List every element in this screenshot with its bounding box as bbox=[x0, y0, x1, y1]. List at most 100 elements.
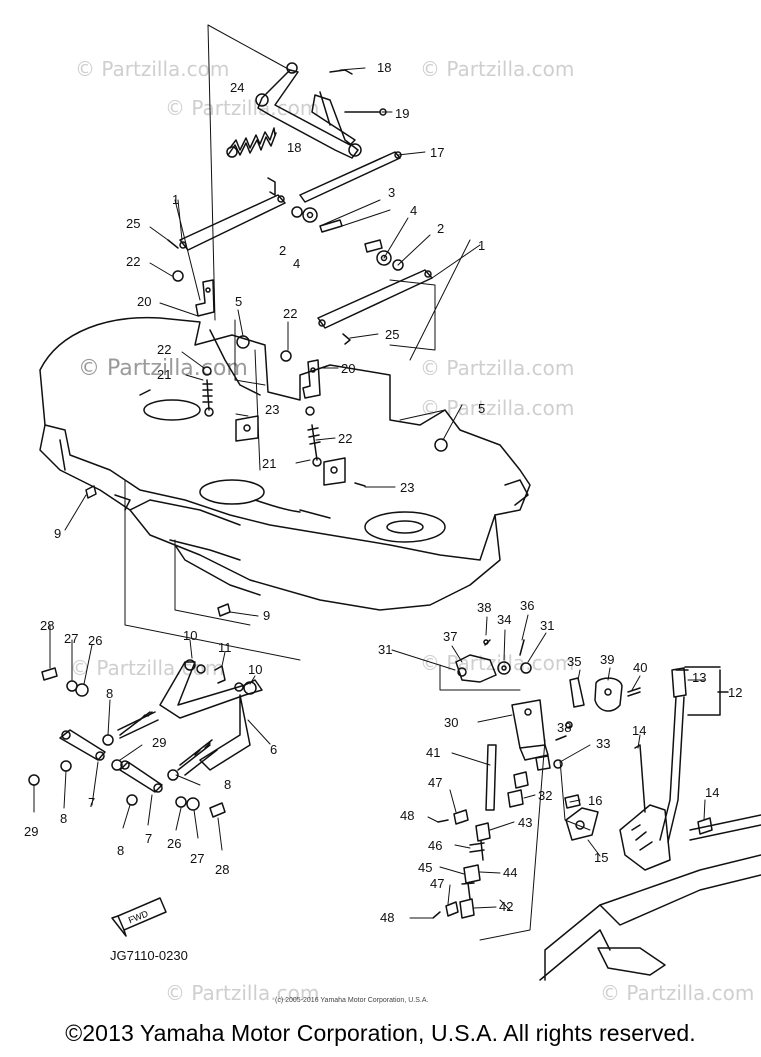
callout-39: 39 bbox=[600, 652, 614, 667]
callout-33: 33 bbox=[596, 736, 610, 751]
rod-17 bbox=[299, 151, 402, 203]
nut-22a bbox=[172, 270, 184, 282]
callout-10b: 10 bbox=[248, 662, 262, 677]
linkage-lower-left bbox=[117, 659, 263, 776]
hardware-top bbox=[291, 206, 404, 271]
callout-2b: 2 bbox=[279, 243, 286, 258]
callout-2a: 2 bbox=[437, 221, 444, 236]
lever-assembly bbox=[455, 639, 729, 871]
frame-lower-right bbox=[539, 814, 761, 981]
bolt-9b bbox=[217, 603, 231, 617]
link-7b bbox=[119, 760, 163, 793]
nut-5b bbox=[434, 438, 448, 452]
callout-32: 32 bbox=[538, 788, 552, 803]
callout-17: 17 bbox=[430, 145, 444, 160]
callout-29a: 29 bbox=[152, 735, 166, 750]
mower-deck bbox=[39, 316, 531, 611]
pin-35 bbox=[569, 677, 585, 708]
nut-8a bbox=[102, 734, 114, 746]
callout-16: 16 bbox=[588, 793, 602, 808]
callout-48a: 48 bbox=[400, 808, 414, 823]
clevis-23b bbox=[323, 457, 366, 487]
callout-13: 13 bbox=[692, 670, 706, 685]
clevis-23a bbox=[235, 415, 259, 442]
callout-22d: 22 bbox=[338, 431, 352, 446]
nut-8d bbox=[126, 794, 138, 806]
callout-14a: 14 bbox=[632, 723, 646, 738]
callout-8b: 8 bbox=[224, 777, 231, 792]
callout-44: 44 bbox=[503, 865, 517, 880]
callout-26a: 26 bbox=[88, 633, 102, 648]
callout-18b: 18 bbox=[287, 140, 301, 155]
bolt-28a bbox=[41, 667, 58, 681]
footer-copyright: ©2013 Yamaha Motor Corporation, U.S.A. A… bbox=[65, 1020, 696, 1046]
link-bar-left bbox=[179, 194, 286, 251]
pin-25a bbox=[167, 239, 179, 249]
callout-42: 42 bbox=[499, 899, 513, 914]
callout-45: 45 bbox=[418, 860, 432, 875]
callout-22a: 22 bbox=[126, 254, 140, 269]
link-bar-right bbox=[317, 269, 433, 329]
callout-1a: 1 bbox=[172, 192, 179, 207]
washer-26b bbox=[175, 796, 187, 808]
callout-38b: 38 bbox=[557, 720, 571, 735]
callout-20a: 20 bbox=[137, 294, 151, 309]
gearbox-15 bbox=[619, 804, 671, 871]
callout-23a: 23 bbox=[265, 402, 279, 417]
watermark: © Partzilla.com bbox=[165, 96, 319, 120]
watermark: © Partzilla.com bbox=[420, 57, 574, 81]
callout-4a: 4 bbox=[410, 203, 417, 218]
callout-28b: 28 bbox=[215, 862, 229, 877]
pin-25b bbox=[342, 333, 351, 345]
nut-8c bbox=[167, 769, 179, 781]
callout-47a: 47 bbox=[428, 775, 442, 790]
watermark-dark: © Partzilla.com bbox=[78, 356, 248, 381]
callout-38: 38 bbox=[477, 600, 491, 615]
nut-8b bbox=[60, 760, 72, 772]
callout-20b: 20 bbox=[341, 361, 355, 376]
inner-copyright: (c) 2005-2016 Yamaha Motor Corporation, … bbox=[275, 997, 428, 1004]
callout-27a: 27 bbox=[64, 631, 78, 646]
rod-chain bbox=[432, 809, 491, 919]
callout-30: 30 bbox=[444, 715, 458, 730]
callout-6: 6 bbox=[270, 742, 277, 757]
callout-1b: 1 bbox=[478, 238, 485, 253]
callout-9a: 9 bbox=[54, 526, 61, 541]
watermark: © Partzilla.com bbox=[75, 57, 229, 81]
nut-10a bbox=[196, 664, 206, 674]
callout-26b: 26 bbox=[167, 836, 181, 851]
callout-7a: 7 bbox=[88, 795, 95, 810]
callout-40: 40 bbox=[633, 660, 647, 675]
nut-10b bbox=[234, 682, 244, 692]
callout-22c: 22 bbox=[157, 342, 171, 357]
callout-22b: 22 bbox=[283, 306, 297, 321]
diagram-svg: © Partzilla.com © Partzilla.com © Partzi… bbox=[24, 24, 761, 1005]
callout-43: 43 bbox=[518, 815, 532, 830]
callout-8a: 8 bbox=[106, 686, 113, 701]
diagram-code: JG7110-0230 bbox=[110, 948, 188, 963]
bolt-9a bbox=[85, 485, 97, 499]
callout-4b: 4 bbox=[293, 256, 300, 271]
bracket-20a bbox=[195, 279, 215, 317]
washer-27b bbox=[186, 797, 200, 811]
callout-48b: 48 bbox=[380, 910, 394, 925]
bracket-20b bbox=[302, 359, 321, 399]
callout-29b: 29 bbox=[24, 824, 38, 839]
callout-9b: 9 bbox=[263, 608, 270, 623]
callout-31a: 31 bbox=[378, 642, 392, 657]
eyebolt-21a bbox=[202, 379, 214, 417]
callout-37: 37 bbox=[443, 629, 457, 644]
callout-25b: 25 bbox=[385, 327, 399, 342]
knob-39 bbox=[594, 677, 623, 712]
callout-21a: 21 bbox=[157, 367, 171, 382]
eyebolt-21b bbox=[307, 424, 322, 467]
callout-5b: 5 bbox=[478, 401, 485, 416]
callout-14b: 14 bbox=[705, 785, 719, 800]
leader-lines bbox=[33, 67, 706, 919]
watermark: © Partzilla.com bbox=[420, 651, 574, 675]
link-7a bbox=[59, 729, 106, 761]
callout-31b: 31 bbox=[540, 618, 554, 633]
callout-34: 34 bbox=[497, 612, 511, 627]
nut-22d bbox=[305, 406, 315, 416]
